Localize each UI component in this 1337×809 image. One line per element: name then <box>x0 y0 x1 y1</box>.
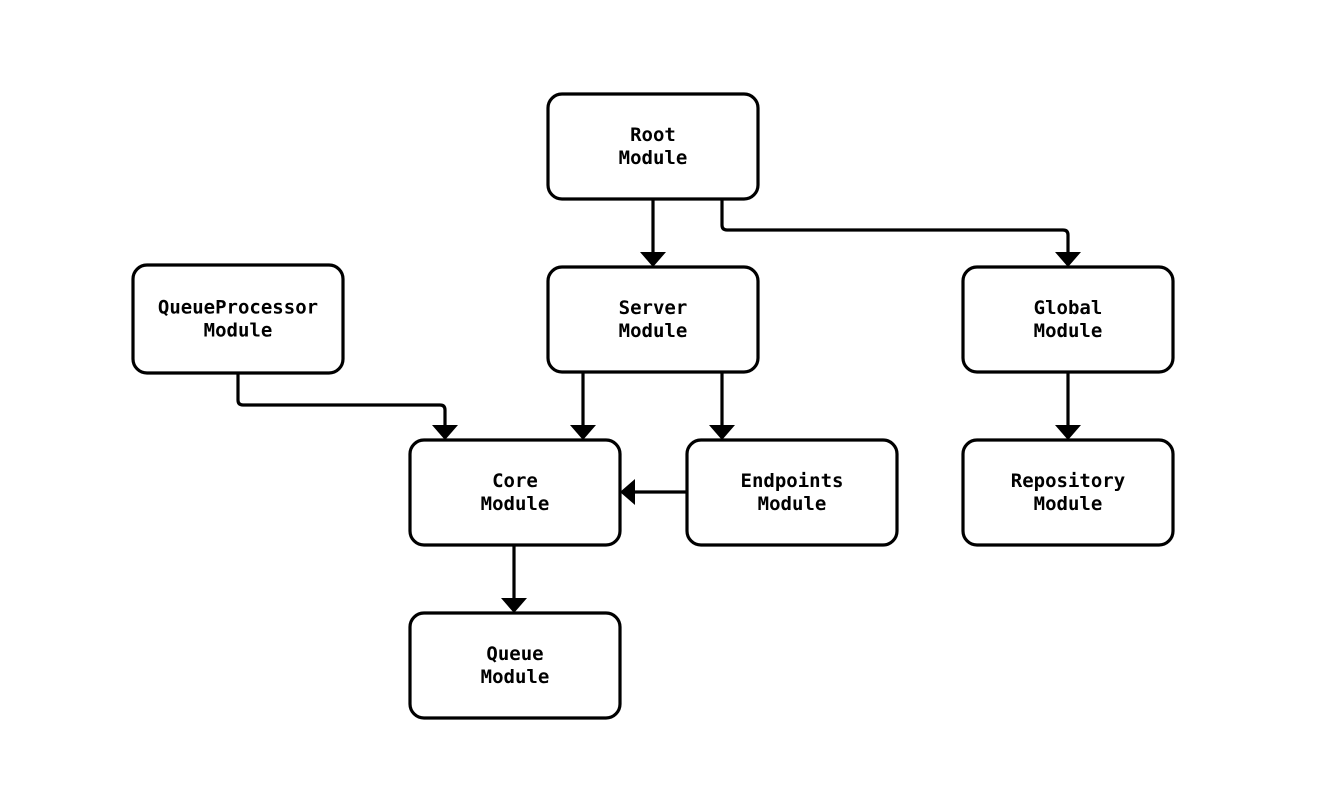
edge-line <box>236 373 447 427</box>
edges-layer <box>236 199 1081 613</box>
node-label-line1: Repository <box>1011 470 1125 492</box>
node-label-line1: Root <box>630 124 676 146</box>
edge-queueprocessor-to-core <box>236 373 458 440</box>
node-label-line2: Module <box>1034 320 1103 342</box>
node-label-line2: Module <box>619 320 688 342</box>
node-shape <box>546 265 760 374</box>
node-label-line1: Queue <box>486 643 543 665</box>
edge-arrowhead <box>709 425 735 440</box>
edge-endpoints-to-core <box>620 479 687 505</box>
edge-line <box>720 199 1070 254</box>
node-shape <box>685 438 899 547</box>
node-label-line1: Global <box>1034 297 1103 319</box>
edge-arrowhead <box>501 598 527 613</box>
edge-arrowhead <box>1055 425 1081 440</box>
edge-core-to-queue <box>501 545 527 613</box>
node-shape <box>131 263 345 375</box>
node-label-line2: Module <box>481 666 550 688</box>
node-label-line2: Module <box>1034 493 1103 515</box>
node-label-line2: Module <box>481 493 550 515</box>
edge-root-to-global <box>720 199 1081 267</box>
nodes-layer: RootModuleQueueProcessorModuleServerModu… <box>131 92 1175 720</box>
edge-arrowhead <box>570 425 596 440</box>
node-label-line2: Module <box>204 320 273 342</box>
edge-arrowhead <box>640 252 666 267</box>
edge-root-to-server <box>640 199 666 267</box>
node-label-line1: Server <box>619 297 688 319</box>
edge-server-to-endpoints <box>709 372 735 440</box>
edge-global-to-repository <box>1055 372 1081 440</box>
edge-arrowhead <box>1055 252 1081 267</box>
node-label-line2: Module <box>758 493 827 515</box>
node-label-line2: Module <box>619 147 688 169</box>
node-label-line1: Core <box>492 470 538 492</box>
node-shape <box>546 92 760 201</box>
node-shape <box>961 438 1175 547</box>
node-shape <box>408 611 622 720</box>
edge-server-to-core <box>570 372 596 440</box>
edge-arrowhead <box>432 425 458 440</box>
edge-arrowhead <box>620 479 635 505</box>
node-shape <box>408 438 622 547</box>
node-label-line1: QueueProcessor <box>158 297 318 319</box>
node-label-line1: Endpoints <box>741 470 844 492</box>
node-shape <box>961 265 1175 374</box>
